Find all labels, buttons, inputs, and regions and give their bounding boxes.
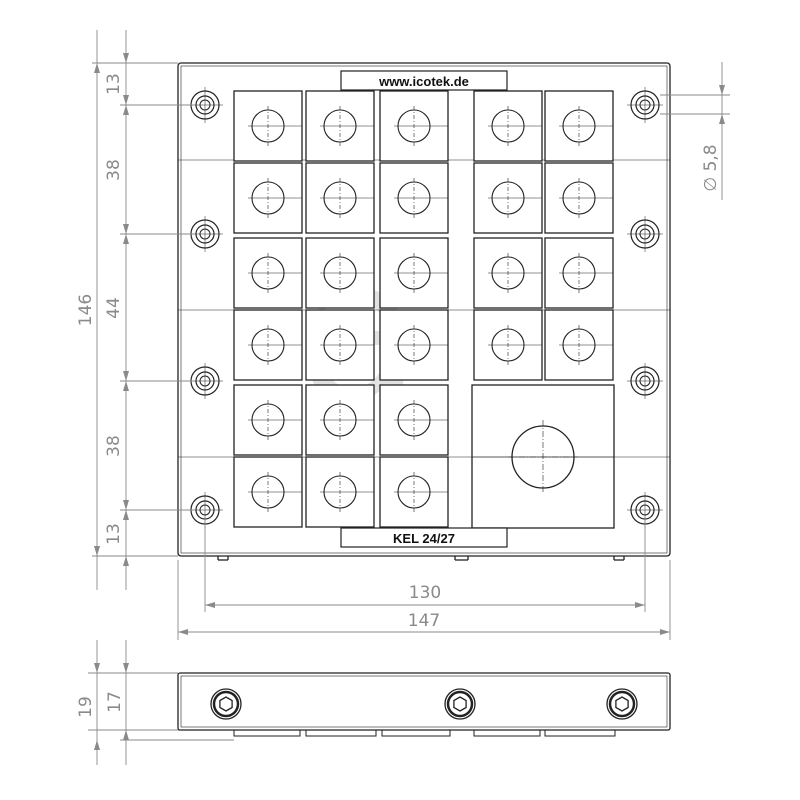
bottom-label: KEL 24/27 xyxy=(340,527,508,548)
grommet-cell xyxy=(305,237,375,309)
dim-side-19: 19 xyxy=(76,696,96,718)
mounting-hole-icon xyxy=(627,363,663,399)
grommet-cell xyxy=(544,309,614,381)
mounting-hole-icon xyxy=(627,87,663,123)
screw-head-icon xyxy=(444,688,476,720)
large-opening xyxy=(471,384,615,529)
dim-left-3: 44 xyxy=(104,297,124,319)
grommet-cell xyxy=(544,237,614,309)
grommet-cell xyxy=(233,384,303,456)
grommet-cell xyxy=(233,456,303,528)
grommet-cell xyxy=(473,237,543,309)
grommet-cell xyxy=(473,90,543,162)
grommet-cell xyxy=(379,162,449,234)
grommet-cell xyxy=(233,162,303,234)
grommet-cell xyxy=(379,456,449,528)
dimension-lines xyxy=(88,30,730,765)
top-label-text: www.icotek.de xyxy=(378,74,469,89)
grommet-cell xyxy=(233,90,303,162)
dim-overall-width: 147 xyxy=(408,611,440,631)
side-screws xyxy=(210,688,638,720)
frame-plate xyxy=(177,62,671,557)
grommet-cell xyxy=(305,162,375,234)
mounting-holes xyxy=(187,87,663,528)
mounting-hole-icon xyxy=(627,216,663,252)
grommet-cell xyxy=(305,456,375,528)
dim-hole-diameter: ∅ 5,8 xyxy=(701,144,721,191)
grommet-cell xyxy=(233,309,303,381)
grommet-cell xyxy=(379,237,449,309)
grommet-cell xyxy=(379,309,449,381)
grommet-cell xyxy=(305,384,375,456)
dim-left-2: 38 xyxy=(104,159,124,181)
grommet-cell xyxy=(305,90,375,162)
dimension-arrows xyxy=(94,53,725,750)
dim-left-5: 13 xyxy=(104,523,124,545)
grommet-cell xyxy=(473,309,543,381)
grommet-cell xyxy=(544,90,614,162)
side-view xyxy=(177,672,671,737)
dim-left-4: 38 xyxy=(104,435,124,457)
grommet-cell xyxy=(379,384,449,456)
grommet-cell xyxy=(379,90,449,162)
grommet-cell xyxy=(305,309,375,381)
grommet-cell xyxy=(233,237,303,309)
dim-overall-height: 146 xyxy=(76,294,96,326)
mounting-hole-icon xyxy=(187,87,223,123)
grommet-cell xyxy=(544,162,614,234)
dimension-texts: 13 38 44 38 13 146 ∅ 5,8 130 147 19 17 xyxy=(76,73,721,718)
mounting-hole-icon xyxy=(627,492,663,528)
grommet-cell xyxy=(473,162,543,234)
screw-head-icon xyxy=(210,688,242,720)
screw-head-icon xyxy=(606,688,638,720)
dim-left-1: 13 xyxy=(104,73,124,95)
dim-side-17: 17 xyxy=(105,691,125,713)
bottom-label-text: KEL 24/27 xyxy=(393,531,455,546)
grommet-grid xyxy=(233,90,614,528)
dim-inner-width: 130 xyxy=(409,583,441,603)
top-label: www.icotek.de xyxy=(340,70,508,91)
